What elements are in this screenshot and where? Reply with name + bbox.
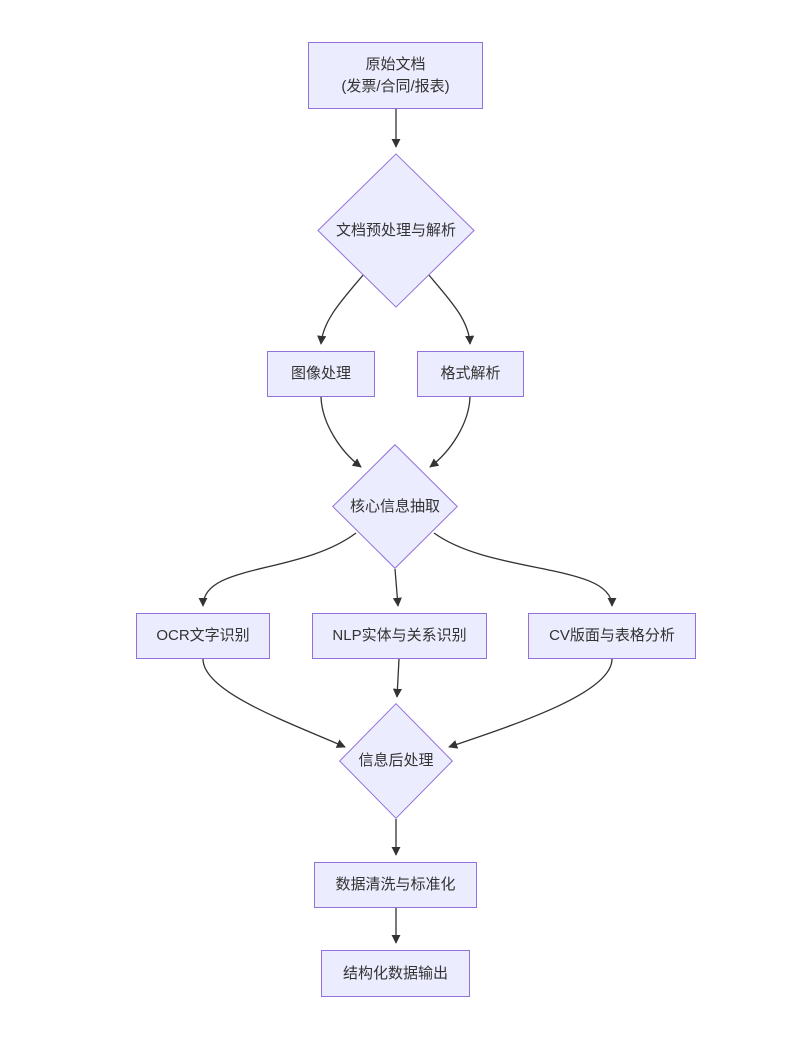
node-preprocess-parse: 文档预处理与解析 bbox=[317, 153, 475, 308]
edge-cv-to-post bbox=[448, 658, 613, 749]
node-nlp-entity-relation: NLP实体与关系识别 bbox=[312, 613, 487, 659]
node-label: OCR文字识别 bbox=[156, 627, 250, 645]
edge-extract-to-nlp bbox=[392, 568, 402, 607]
node-source-document: 原始文档 (发票/合同/报表) bbox=[308, 42, 483, 109]
node-format-parsing: 格式解析 bbox=[417, 351, 524, 397]
node-core-info-extraction: 核心信息抽取 bbox=[332, 444, 458, 569]
edge-ocr-to-post bbox=[202, 658, 346, 748]
node-ocr-recognition: OCR文字识别 bbox=[136, 613, 270, 659]
node-label: CV版面与表格分析 bbox=[549, 627, 675, 645]
node-cv-layout-table: CV版面与表格分析 bbox=[528, 613, 696, 659]
node-label: 图像处理 bbox=[290, 365, 351, 383]
node-label: 原始文档 (发票/合同/报表) bbox=[341, 54, 449, 98]
node-structured-output: 结构化数据输出 bbox=[321, 950, 470, 997]
edge-nlp-to-post bbox=[392, 658, 402, 698]
node-label: 格式解析 bbox=[440, 365, 501, 383]
node-label: NLP实体与关系识别 bbox=[332, 627, 467, 645]
node-image-processing: 图像处理 bbox=[267, 351, 375, 397]
diamond-shape bbox=[332, 444, 458, 569]
node-label: 结构化数据输出 bbox=[342, 964, 448, 982]
node-label: 信息后处理 bbox=[358, 752, 434, 770]
node-label-line1: 原始文档 bbox=[365, 55, 426, 73]
diamond-shape bbox=[339, 703, 453, 819]
diamond-shape bbox=[317, 153, 475, 308]
node-label: 文档预处理与解析 bbox=[335, 221, 456, 239]
edge-extract-to-cv bbox=[433, 532, 617, 607]
node-label: 数据清洗与标准化 bbox=[335, 876, 456, 894]
node-label-line2: (发票/合同/报表) bbox=[341, 77, 450, 95]
node-data-cleaning: 数据清洗与标准化 bbox=[314, 862, 477, 908]
node-post-processing: 信息后处理 bbox=[339, 703, 453, 819]
node-label: 核心信息抽取 bbox=[349, 497, 440, 515]
